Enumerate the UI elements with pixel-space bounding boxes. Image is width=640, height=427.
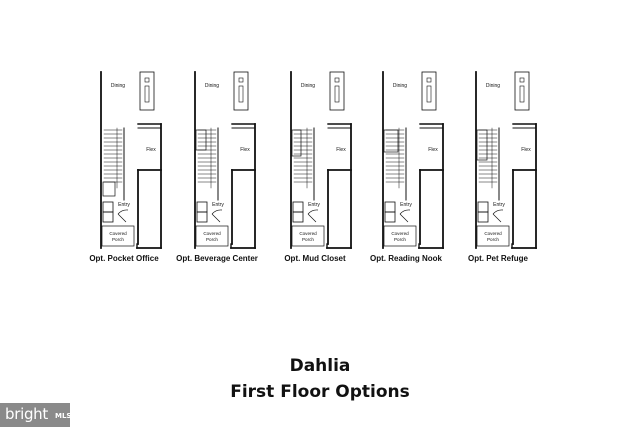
entry-door-swing — [399, 209, 411, 223]
room-label-dining: Dining — [393, 83, 407, 89]
entry-door-swing — [211, 209, 223, 223]
room-label-flex: Flex — [428, 147, 438, 153]
room-label-dining: Dining — [111, 83, 125, 89]
room-label-covered: Covered — [299, 231, 317, 236]
room-label-entry: Entry — [400, 202, 412, 208]
room-label-flex: Flex — [240, 147, 250, 153]
option-label-reading-nook: Opt. Reading Nook — [370, 254, 442, 263]
room-label-flex: Flex — [146, 147, 156, 153]
room-label-entry: Entry — [212, 202, 224, 208]
beverage-center-cabinet — [195, 129, 207, 151]
coat-closet — [292, 211, 304, 223]
kitchen-island — [421, 71, 437, 111]
page-title: Dahlia — [289, 356, 351, 376]
kitchen-island — [233, 71, 249, 111]
room-label-covered: Covered — [109, 231, 127, 236]
island-sink — [144, 77, 150, 83]
option-label-pocket-office: Opt. Pocket Office — [89, 254, 159, 263]
powder-room — [477, 201, 489, 213]
coat-closet — [196, 211, 208, 223]
room-label-entry: Entry — [493, 202, 505, 208]
powder-room — [196, 201, 208, 213]
island-cabinet — [334, 85, 340, 103]
covered-porch-outline — [476, 225, 510, 247]
powder-room — [292, 201, 304, 213]
coat-closet — [102, 211, 114, 223]
kitchen-island — [139, 71, 155, 111]
room-label-porch: Porch — [302, 237, 314, 242]
entry-door-swing — [492, 209, 504, 223]
kitchen-island — [514, 71, 530, 111]
powder-room — [384, 201, 396, 213]
brightmls-watermark: bright MLS — [0, 403, 72, 427]
room-label-porch: Porch — [394, 237, 406, 242]
covered-porch-outline — [383, 225, 417, 247]
pocket-office-desk — [102, 181, 116, 197]
powder-room — [102, 201, 114, 213]
room-label-entry: Entry — [118, 202, 130, 208]
island-cabinet — [426, 85, 432, 103]
coat-closet — [477, 211, 489, 223]
pet-refuge-enclosure — [476, 129, 488, 161]
room-label-covered: Covered — [484, 231, 502, 236]
covered-porch-outline — [101, 225, 135, 247]
entry-door-swing — [307, 209, 319, 223]
island-cabinet — [519, 85, 525, 103]
island-sink — [426, 77, 432, 83]
room-label-dining: Dining — [486, 83, 500, 89]
option-label-mud-closet: Opt. Mud Closet — [284, 254, 346, 263]
kitchen-island — [329, 71, 345, 111]
option-label-pet-refuge: Opt. Pet Refuge — [467, 254, 529, 263]
room-label-porch: Porch — [487, 237, 499, 242]
reading-nook-bench — [383, 129, 399, 153]
room-label-dining: Dining — [205, 83, 219, 89]
covered-porch-outline — [291, 225, 325, 247]
island-cabinet — [144, 85, 150, 103]
island-sink — [334, 77, 340, 83]
room-label-entry: Entry — [308, 202, 320, 208]
covered-porch-outline — [195, 225, 229, 247]
room-label-porch: Porch — [206, 237, 218, 242]
island-sink — [238, 77, 244, 83]
mud-closet-storage — [291, 129, 302, 157]
entry-door-swing — [117, 209, 129, 223]
option-label-beverage-center: Opt. Beverage Center — [176, 254, 258, 263]
island-sink — [519, 77, 525, 83]
island-cabinet — [238, 85, 244, 103]
room-label-covered: Covered — [203, 231, 221, 236]
page-subtitle: First Floor Options — [230, 382, 410, 402]
room-label-flex: Flex — [336, 147, 346, 153]
room-label-flex: Flex — [521, 147, 531, 153]
room-label-porch: Porch — [112, 237, 124, 242]
room-label-dining: Dining — [301, 83, 315, 89]
coat-closet — [384, 211, 396, 223]
watermark-logo: bright — [5, 405, 48, 423]
watermark-suffix: MLS — [55, 412, 72, 420]
room-label-covered: Covered — [391, 231, 409, 236]
